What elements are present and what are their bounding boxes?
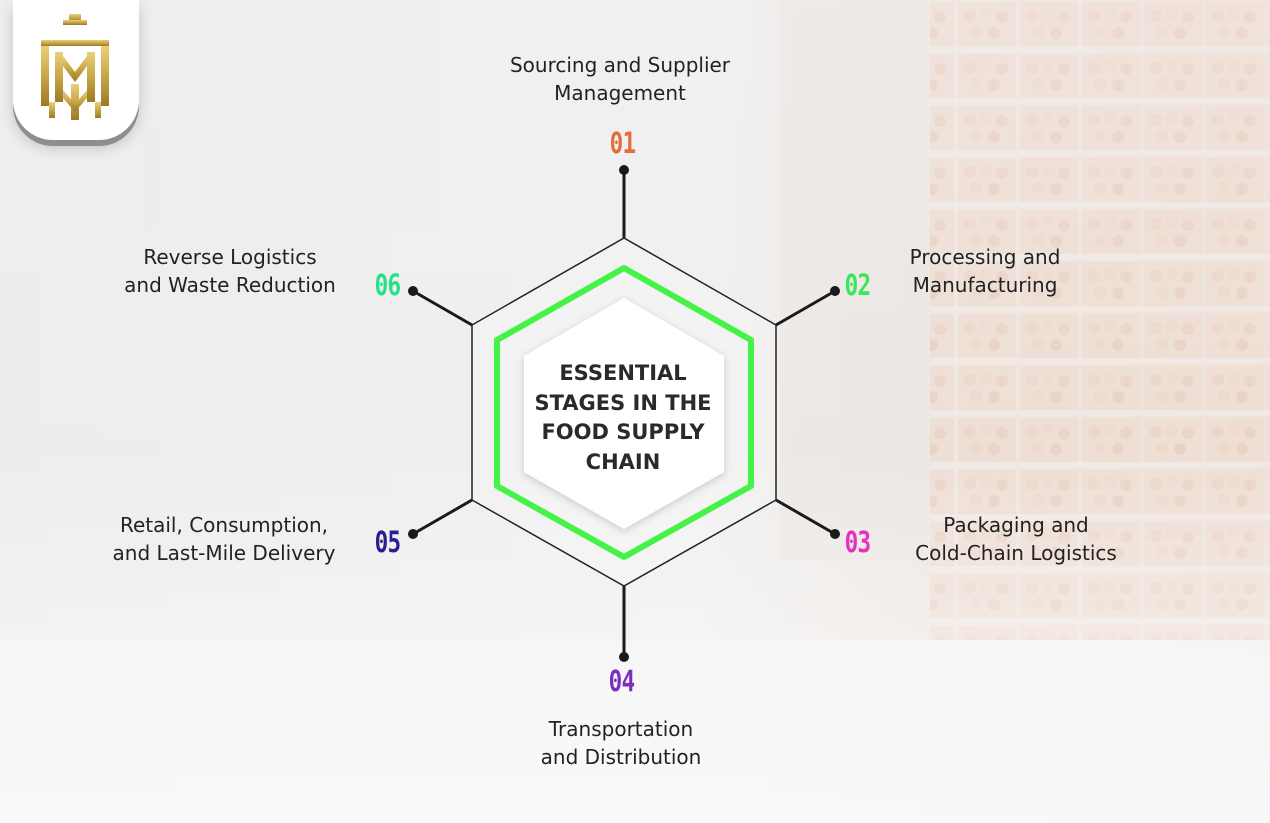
stage-label-line: and Distribution [540, 745, 702, 769]
stage-number-06: 06 [374, 268, 401, 302]
stage-label-01: Sourcing and Supplier Management [470, 51, 770, 107]
stage-label-line: Retail, Consumption, [119, 513, 329, 537]
connector-dot-05 [408, 529, 418, 539]
stage-label-line: Reverse Logistics [143, 245, 317, 269]
connector-dot-03 [830, 529, 840, 539]
stage-label-06: Reverse Logistics and Waste Reduction [92, 243, 368, 299]
diagram-title-line: CHAIN [585, 449, 661, 474]
connector-dot-01 [619, 165, 629, 175]
stage-label-line: Cold-Chain Logistics [915, 541, 1117, 565]
stage-number-05: 05 [374, 525, 401, 559]
connector-line-06 [412, 289, 473, 327]
stage-number-01: 01 [609, 126, 636, 160]
stage-label-line: Manufacturing [912, 273, 1058, 297]
stage-number-02: 02 [844, 268, 871, 302]
connector-line-03 [775, 498, 836, 536]
crown-monogram-logo-icon [41, 14, 109, 120]
connector-line-05 [412, 498, 473, 536]
stage-label-line: Sourcing and Supplier [509, 53, 731, 77]
connector-dot-06 [408, 286, 418, 296]
diagram-title-line: ESSENTIAL [559, 361, 687, 385]
connector-dot-02 [830, 286, 840, 296]
diagram-title: ESSENTIAL STAGES IN THE FOOD SUPPLY CHAI… [513, 359, 733, 477]
stage-label-line: Transportation [548, 717, 694, 741]
stage-number-04: 04 [608, 664, 635, 698]
stage-label-line: Processing and [909, 245, 1061, 269]
stage-number-03: 03 [844, 525, 871, 559]
company-logo-card [13, 0, 139, 140]
stage-label-05: Retail, Consumption, and Last-Mile Deliv… [78, 511, 370, 567]
stage-label-line: and Waste Reduction [124, 273, 336, 297]
stage-label-line: and Last-Mile Delivery [112, 541, 336, 565]
stage-label-03: Packaging and Cold-Chain Logistics [886, 511, 1146, 567]
stage-label-line: Packaging and [943, 513, 1089, 537]
stage-label-02: Processing and Manufacturing [870, 243, 1100, 299]
connector-line-02 [775, 289, 836, 327]
connector-dot-04 [619, 652, 629, 662]
stage-label-line: Management [554, 81, 686, 105]
stage-label-04: Transportation and Distribution [491, 715, 751, 771]
diagram-title-line: STAGES IN THE [534, 390, 712, 415]
center-hexagon [524, 298, 724, 529]
diagram-title-line: FOOD SUPPLY [541, 420, 705, 444]
